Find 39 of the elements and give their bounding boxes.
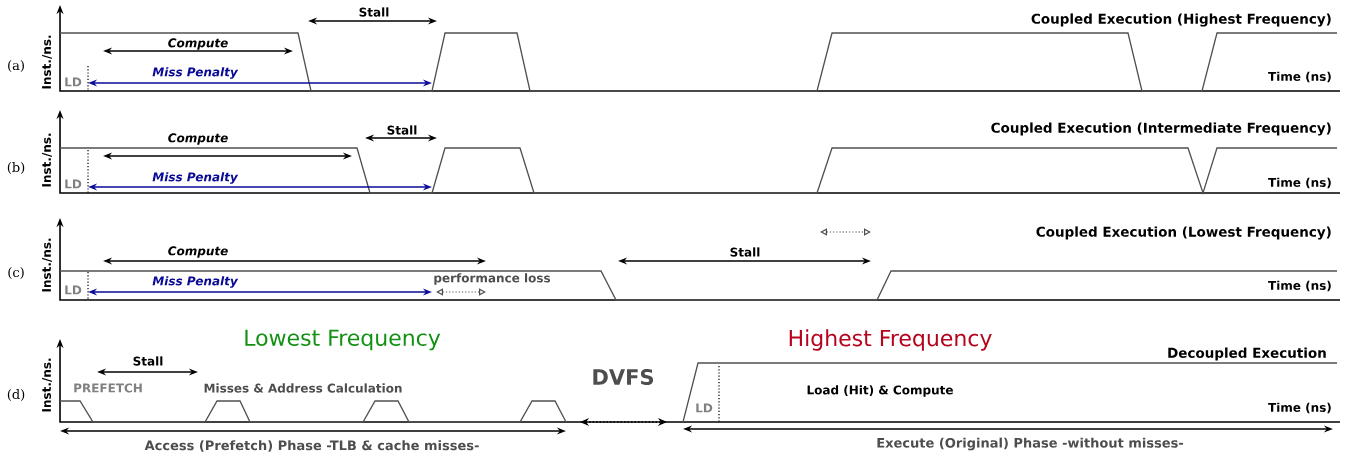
annotation-label: Miss Penalty xyxy=(152,67,239,79)
panel-label: (d) xyxy=(7,389,25,401)
annotation-label: performance loss xyxy=(434,273,551,285)
load-label: LD xyxy=(65,77,82,87)
annotation-label: Miss Penalty xyxy=(152,172,239,184)
panel-label: (b) xyxy=(7,162,25,174)
axis-label: Inst./ns. xyxy=(42,358,52,412)
axis-label: Inst./ns. xyxy=(42,35,52,89)
annotation-label: Misses & Address Calculation xyxy=(204,383,402,393)
phase-label: Execute (Original) Phase -without misses- xyxy=(877,437,1184,451)
annotation-label: Compute xyxy=(168,133,228,145)
execution-title: Coupled Execution (Lowest Frequency) xyxy=(1036,226,1331,240)
axis-label: Inst./ns. xyxy=(42,238,52,292)
axis-label: Time (ns) xyxy=(1268,402,1331,414)
phase-label: Access (Prefetch) Phase -TLB & cache misses- xyxy=(144,440,479,452)
execution-title: Coupled Execution (Highest Frequency) xyxy=(1031,13,1331,27)
annotation-label: Compute xyxy=(168,38,228,50)
annotation-label: Stall xyxy=(730,247,760,257)
axis-label: Time (ns) xyxy=(1268,280,1331,292)
load-label: PREFETCH xyxy=(74,383,142,393)
dvfs-label: DVFS xyxy=(593,369,654,385)
annotation-label: Stall xyxy=(359,7,389,17)
annotation-label: Stall xyxy=(133,356,163,366)
annotation-label: Compute xyxy=(168,246,228,258)
execution-title: Coupled Execution (Intermediate Frequency) xyxy=(991,122,1331,136)
load-label: LD xyxy=(65,285,82,295)
load-label: LD xyxy=(696,403,713,413)
frequency-label: Highest Frequency xyxy=(789,329,992,351)
frequency-label: Lowest Frequency xyxy=(245,329,441,351)
annotation-label: Stall xyxy=(387,125,417,135)
panel-label: (a) xyxy=(8,60,24,72)
annotation-label: Load (Hit) & Compute xyxy=(807,385,953,397)
axis-label: Time (ns) xyxy=(1268,177,1331,189)
execution-title: Decoupled Execution xyxy=(1168,347,1326,361)
annotation-label: Miss Penalty xyxy=(152,276,239,288)
panel-label: (c) xyxy=(8,267,24,279)
axis-label: Inst./ns. xyxy=(42,133,52,187)
load-label: LD xyxy=(65,179,82,189)
axis-label: Time (ns) xyxy=(1268,71,1331,83)
